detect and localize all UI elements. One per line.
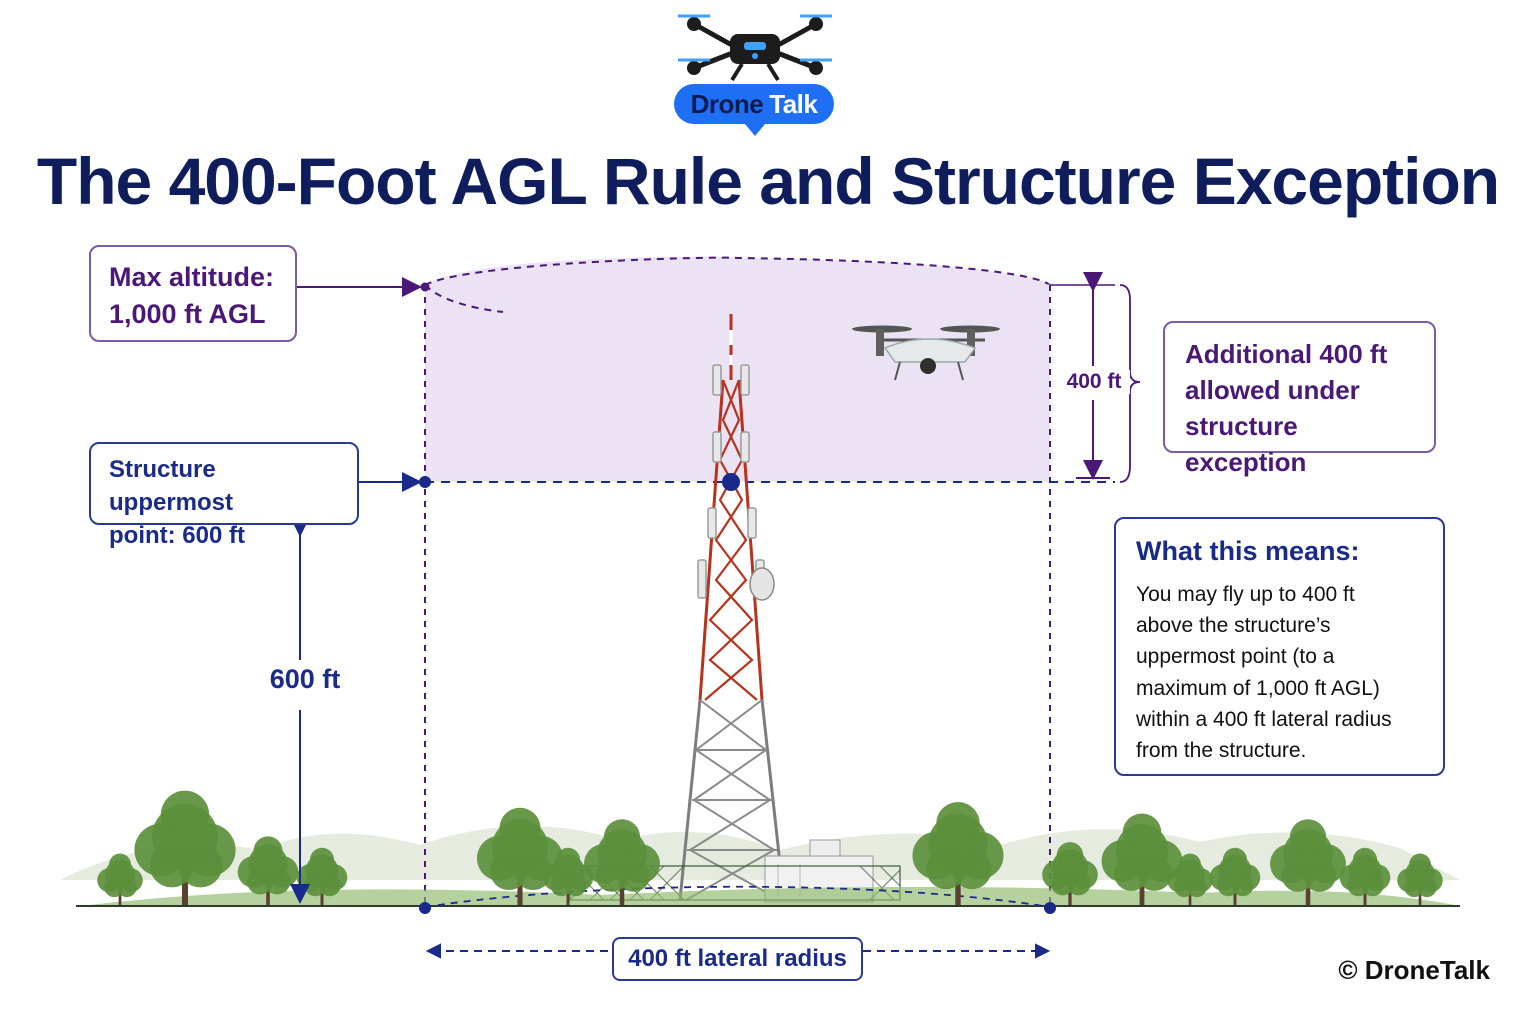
tree-icon: [476, 807, 564, 905]
additional-line3: structure exception: [1185, 411, 1307, 477]
explanation-body: You may fly up to 400 ft above the struc…: [1136, 579, 1423, 766]
explanation-line: uppermost point (to a: [1136, 645, 1335, 669]
max-altitude-line2: 1,000 ft AGL: [109, 299, 266, 329]
structure-line2: point: 600 ft: [109, 522, 245, 549]
height-dimension-400: [1076, 272, 1141, 483]
explanation-line: You may fly up to 400 ft: [1136, 583, 1355, 606]
tree-icon: [1209, 847, 1261, 905]
tree-icon: [542, 847, 594, 905]
tree-icon: [1167, 853, 1213, 905]
tree-group: [97, 790, 1443, 905]
drone-icon: [852, 325, 1000, 381]
ground: [76, 885, 1460, 914]
structure-height-callout: Structure uppermost point: 600 ft: [89, 442, 359, 549]
lateral-radius-label: 400 ft lateral radius: [612, 937, 863, 981]
exception-zone: [424, 256, 1115, 482]
logo-text-drone: Drone: [690, 88, 764, 119]
explanation-line: from the structure.: [1136, 739, 1307, 763]
drone-logo-icon: [678, 14, 832, 136]
extra-height-label-400: 400 ft: [1058, 370, 1130, 394]
explanation-line: within a 400 ft lateral radius: [1136, 707, 1392, 731]
radius-boundary-lines: [424, 285, 1051, 908]
max-altitude-callout: Max altitude: 1,000 ft AGL: [89, 245, 297, 342]
page-title: The 400-Foot AGL Rule and Structure Exce…: [36, 144, 1500, 218]
explanation-callout: What this means: You may fly up to 400 f…: [1114, 517, 1445, 776]
tree-icon: [1042, 842, 1098, 905]
explanation-line: above the structure’s: [1136, 614, 1331, 638]
tree-icon: [1339, 847, 1391, 905]
tree-icon: [584, 819, 660, 905]
explanation-line: maximum of 1,000 ft AGL): [1136, 676, 1380, 700]
additional-line2: allowed under: [1185, 375, 1360, 405]
tree-icon: [97, 853, 143, 905]
tree-icon: [134, 790, 236, 905]
additional-allowance-callout: Additional 400 ft allowed under structur…: [1163, 321, 1436, 477]
explanation-heading: What this means:: [1136, 536, 1360, 566]
cell-tower: [678, 314, 786, 901]
callout-arrows: [297, 277, 431, 492]
max-altitude-line1: Max altitude:: [109, 262, 275, 292]
tree-icon: [237, 836, 299, 905]
tree-icon: [1101, 813, 1183, 905]
height-label-600: 600 ft: [269, 664, 341, 694]
tree-icon: [1397, 853, 1443, 905]
logo-text-talk: Talk: [769, 88, 818, 119]
tree-icon: [1270, 819, 1346, 905]
tree-icon: [912, 802, 1004, 905]
structure-line1: Structure uppermost: [109, 456, 234, 516]
copyright-text: © DroneTalk: [1338, 955, 1490, 985]
additional-line1: Additional 400 ft: [1185, 339, 1388, 369]
